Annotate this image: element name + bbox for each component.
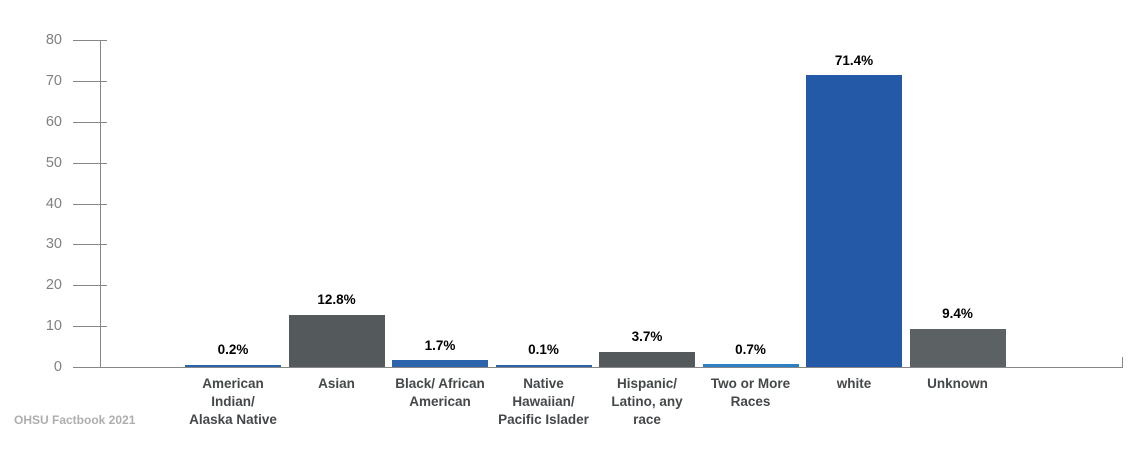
y-axis-tick-label: 20: [45, 277, 62, 294]
category-label-line: Hispanic/: [616, 376, 678, 391]
category-label-line: Black/ African: [395, 376, 485, 391]
bar-value-label: 9.4%: [942, 306, 973, 322]
y-axis-tick-label: 10: [45, 318, 62, 335]
bar: [909, 328, 1006, 367]
bar-value-label: 0.7%: [735, 341, 766, 357]
bar: [288, 314, 385, 367]
category-label-line: Two or More: [710, 376, 791, 391]
category-label-line: American: [409, 394, 471, 410]
category-label: Unknown: [904, 375, 1012, 393]
bar: [599, 351, 695, 367]
y-axis-tick-label: 30: [45, 236, 62, 253]
category-label: Hispanic/Latino, any race: [593, 375, 701, 430]
category-label-line: Indian/: [211, 394, 255, 410]
bar: [185, 364, 281, 367]
x-axis-baseline: [73, 367, 1122, 368]
y-axis-tick: [73, 121, 107, 123]
category-label-line: Races: [730, 394, 771, 410]
y-axis-tick: [73, 40, 107, 41]
category-label-line: Pacific Islader: [498, 412, 589, 428]
y-axis-tick: [73, 326, 107, 328]
y-axis-tick: [73, 203, 107, 205]
bar-value-label: 0.2%: [217, 342, 249, 357]
y-axis-tick: [73, 162, 107, 164]
category-label-line: race: [633, 412, 661, 428]
category-label: Asian: [283, 375, 391, 393]
y-axis-tick-label: 80: [45, 32, 62, 48]
bar: [392, 360, 488, 367]
bar-value-label: 12.8%: [317, 292, 356, 308]
bar-value-label: 0.1%: [528, 342, 559, 357]
y-axis-tick-label: 50: [45, 154, 62, 171]
category-label: white: [800, 375, 908, 393]
y-axis-tick: [73, 80, 107, 82]
category-label-line: Latino, any: [611, 394, 683, 410]
bar: [702, 364, 799, 367]
y-axis-tick-label: 0: [53, 359, 62, 375]
category-label-line: Native: [523, 376, 564, 391]
x-axis-end-tick: [1122, 357, 1123, 368]
category-label-line: Unknown: [927, 376, 988, 391]
bar: [495, 364, 592, 367]
y-axis-tick-label: 40: [45, 195, 62, 212]
bar: [806, 75, 902, 367]
category-label-line: Asian: [318, 376, 355, 391]
bar-value-label: 3.7%: [631, 329, 663, 345]
plot-area: 0.2% 12.8% 1.7% 0.1% 3.7% 0.7% 71.4% 9.4%: [100, 40, 1122, 367]
category-label-line: Alaska Native: [189, 412, 277, 428]
category-label-line: Hawaiian/: [512, 394, 575, 410]
y-axis-tick-label: 70: [45, 72, 62, 89]
bar-value-label: 71.4%: [834, 52, 874, 68]
y-axis-tick: [73, 244, 107, 246]
source-note: OHSU Factbook 2021: [14, 413, 136, 427]
y-axis-tick-label: 60: [45, 113, 62, 130]
category-label-line: American: [202, 376, 264, 391]
y-axis-tick: [73, 367, 107, 368]
y-axis-tick: [73, 285, 107, 287]
category-label-line: white: [836, 376, 872, 391]
bar-value-label: 1.7%: [424, 337, 456, 353]
